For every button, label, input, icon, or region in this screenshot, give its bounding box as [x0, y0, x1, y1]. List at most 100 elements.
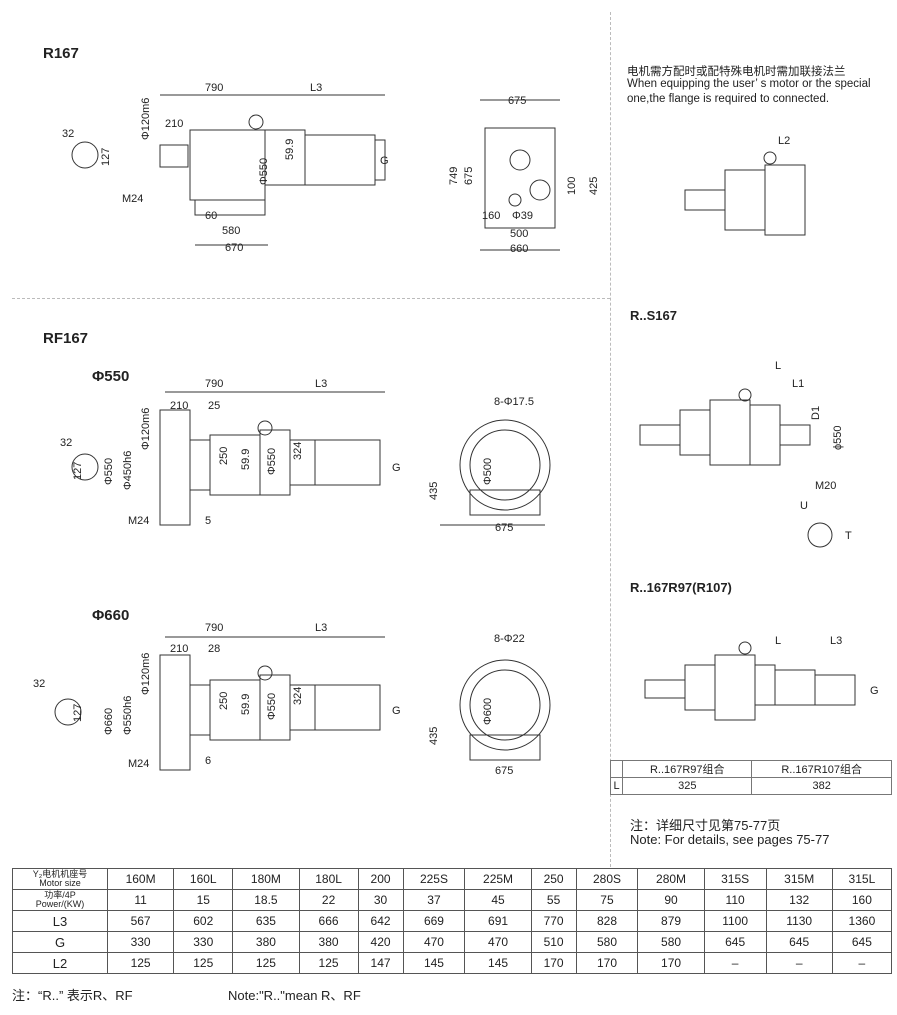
dim-label: G: [392, 462, 401, 474]
table-cell: 645: [765, 931, 833, 953]
table-cell: 580: [637, 931, 705, 953]
dim-label: G: [870, 685, 879, 697]
dim-label: 250: [218, 691, 230, 710]
table-cell: 170: [530, 952, 577, 974]
table-cell: 132: [765, 889, 833, 911]
table-cell: 15: [173, 889, 234, 911]
table-cell: 200: [357, 868, 404, 890]
dim-label: G: [392, 705, 401, 717]
table-cell: 567: [106, 910, 175, 932]
table-cell: 225M: [464, 868, 532, 890]
dim-label: 425: [588, 176, 600, 195]
table-cell: –: [765, 952, 833, 974]
dim-label: Φ660: [103, 707, 115, 735]
rf167-660-side-view: [54, 636, 385, 771]
dim-label: 210: [170, 400, 189, 412]
dim-label: 28: [208, 643, 221, 655]
rf167-660-front-view: [459, 659, 551, 761]
table-cell: 11: [106, 889, 175, 911]
table-cell: 635: [232, 910, 300, 932]
table-cell: 510: [530, 931, 577, 953]
table-cell: 170: [575, 952, 639, 974]
table-cell: 420: [357, 931, 404, 953]
dim-label: L: [775, 635, 782, 647]
section-title-r167: R167: [43, 45, 79, 62]
table-cell: 380: [232, 931, 300, 953]
table-cell: 380: [298, 931, 359, 953]
dim-label: 6: [205, 755, 212, 767]
table-cell: 325: [622, 777, 753, 795]
r167-side-view: [71, 94, 386, 246]
table-header: [609, 760, 624, 778]
section-title-rf167: RF167: [43, 330, 89, 347]
table-cell: 1100: [703, 910, 767, 932]
table-cell: 180M: [232, 868, 300, 890]
dim-label: M24: [122, 193, 144, 205]
table-cell: 250: [530, 868, 577, 890]
dim-label: 5: [205, 515, 212, 527]
dim-label: 32: [60, 437, 73, 449]
table-cell: 30: [357, 889, 404, 911]
table-cell: 315M: [765, 868, 833, 890]
dim-label: L: [775, 360, 782, 372]
table-cell: 125: [173, 952, 234, 974]
table-header: R..167R97组合: [622, 760, 753, 778]
table-cell: L: [609, 777, 624, 795]
dim-label: Φ120m6: [140, 407, 152, 450]
r167-front-view: [480, 99, 560, 251]
table-cell: 110: [703, 889, 767, 911]
table-cell: 280M: [637, 868, 705, 890]
dim-label: 250: [218, 446, 230, 465]
table-cell: 147: [357, 952, 404, 974]
dim-label: 127: [72, 703, 84, 722]
dim-label: 324: [292, 441, 304, 460]
table-cell: 170: [637, 952, 705, 974]
dim-label: 160: [482, 210, 501, 222]
dim-label: L3: [830, 635, 843, 647]
dim-label: 210: [165, 118, 184, 130]
table-cell: 160: [831, 889, 893, 911]
table-cell: 22: [298, 889, 359, 911]
dim-label: 749: [448, 166, 460, 185]
table-cell: 55: [530, 889, 577, 911]
table-cell: 45: [464, 889, 532, 911]
row-label: L2: [12, 952, 108, 974]
footer-note-cn: 注：“R..” 表示R、RF: [12, 988, 133, 1003]
table-cell: 602: [173, 910, 234, 932]
dim-label: Φ120m6: [140, 652, 152, 695]
dim-label: 675: [508, 95, 527, 107]
dim-label: 324: [292, 686, 304, 705]
table-cell: 160M: [106, 868, 175, 890]
table-cell: 1360: [831, 910, 893, 932]
table-cell: 645: [703, 931, 767, 953]
dim-label: 59.9: [240, 693, 252, 715]
table-cell: –: [831, 952, 893, 974]
dim-label: L3: [315, 378, 328, 390]
flange-note-en-1: When equipping the user’ s motor or the …: [627, 78, 871, 90]
row-label-line: Power/(KW): [35, 899, 85, 909]
dim-label: U: [800, 500, 808, 512]
table-cell: 669: [402, 910, 466, 932]
table-cell: 315L: [831, 868, 893, 890]
rf167-550-front-view: [440, 419, 551, 526]
table-cell: 315S: [703, 868, 767, 890]
dim-label: M24: [128, 515, 150, 527]
table-cell: 145: [464, 952, 532, 974]
r167r97-view: [644, 641, 856, 721]
flange-note-en-2: one,the flange is required to connected.: [627, 93, 830, 105]
details-note-cn: 注：详细尺寸见第75-77页: [630, 818, 781, 833]
table-cell: 770: [530, 910, 577, 932]
dim-label: L3: [310, 82, 323, 94]
dim-label: 675: [495, 522, 514, 534]
dim-label: 670: [225, 242, 244, 254]
dim-label: Φ550: [266, 692, 278, 720]
dim-label: Φ39: [512, 210, 534, 222]
rs167-view: [639, 388, 833, 548]
table-cell: 90: [637, 889, 705, 911]
table-cell: 145: [402, 952, 466, 974]
dim-label: Φ550: [103, 457, 115, 485]
